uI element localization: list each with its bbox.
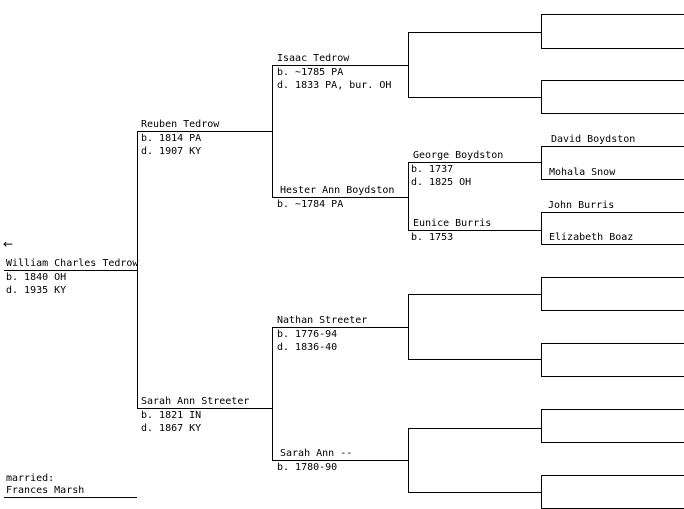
father-died: d. 1907 KY	[141, 146, 202, 157]
david-boydston-name[interactable]: David Boydston	[551, 134, 636, 145]
george-boydston-born: b. 1737	[411, 164, 454, 175]
root-born: b. 1840 OH	[6, 272, 67, 283]
mother-died: d. 1867 KY	[141, 423, 202, 434]
mohala-snow-name[interactable]: Mohala Snow	[549, 167, 616, 178]
father-name[interactable]: Reuben Tedrow	[141, 119, 220, 130]
elizabeth-boaz-name[interactable]: Elizabeth Boaz	[549, 232, 634, 243]
maternal-grandfather-name[interactable]: Nathan Streeter	[277, 315, 368, 326]
john-burris-name[interactable]: John Burris	[548, 200, 615, 211]
paternal-grandfather-born: b. ~1785 PA	[277, 67, 344, 78]
paternal-grandfather-died: d. 1833 PA, bur. OH	[277, 80, 392, 91]
maternal-grandmother-name[interactable]: Sarah Ann --	[280, 448, 353, 459]
root-name[interactable]: William Charles Tedrow	[6, 258, 139, 269]
back-arrow-icon[interactable]: ←	[3, 237, 14, 251]
mother-born: b. 1821 IN	[141, 410, 202, 421]
paternal-grandmother-born: b. ~1784 PA	[277, 199, 344, 210]
maternal-grandfather-died: d. 1836-40	[277, 342, 338, 353]
maternal-grandmother-born: b. 1780-90	[277, 462, 338, 473]
spouse-name[interactable]: Frances Marsh	[6, 485, 85, 496]
spouse-label: married:	[6, 473, 55, 484]
paternal-grandfather-name[interactable]: Isaac Tedrow	[277, 53, 350, 64]
eunice-burris-born: b. 1753	[411, 232, 454, 243]
root-died: d. 1935 KY	[6, 285, 67, 296]
maternal-grandfather-born: b. 1776-94	[277, 329, 338, 340]
george-boydston-died: d. 1825 OH	[411, 177, 472, 188]
father-born: b. 1814 PA	[141, 133, 202, 144]
george-boydston-name[interactable]: George Boydston	[413, 150, 504, 161]
eunice-burris-name[interactable]: Eunice Burris	[413, 218, 492, 229]
paternal-grandmother-name[interactable]: Hester Ann Boydston	[280, 185, 395, 196]
mother-name[interactable]: Sarah Ann Streeter	[141, 396, 250, 407]
